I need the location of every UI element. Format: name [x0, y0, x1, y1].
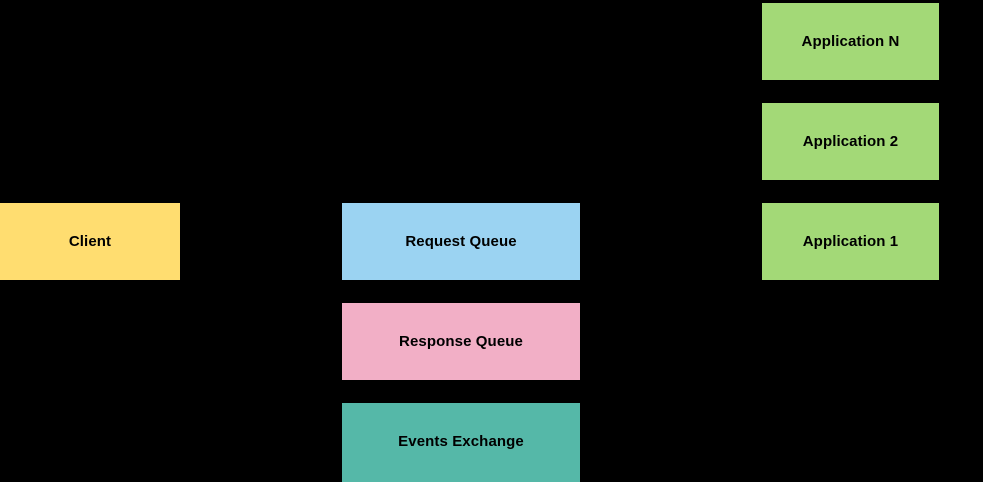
node-application-1[interactable]: Application 1 [762, 203, 939, 280]
node-client[interactable]: Client [0, 203, 180, 280]
node-request-queue-label: Request Queue [405, 232, 517, 250]
node-response-queue[interactable]: Response Queue [342, 303, 580, 380]
node-response-queue-label: Response Queue [399, 332, 523, 350]
node-application-n-label: Application N [801, 32, 900, 50]
node-events-exchange-label: Events Exchange [398, 432, 524, 450]
node-application-n[interactable]: Application N [762, 3, 939, 80]
node-application-2[interactable]: Application 2 [762, 103, 939, 180]
node-request-queue[interactable]: Request Queue [342, 203, 580, 280]
node-client-label: Client [68, 232, 112, 250]
node-application-2-label: Application 2 [802, 132, 899, 150]
node-events-exchange[interactable]: Events Exchange [342, 403, 580, 482]
node-application-1-label: Application 1 [802, 232, 899, 250]
